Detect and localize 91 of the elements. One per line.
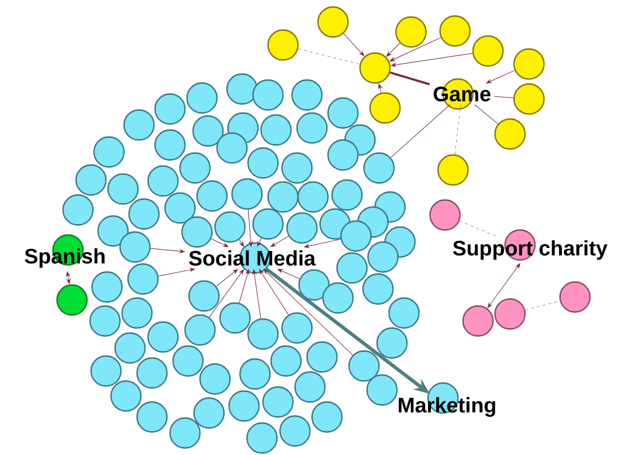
network-node (147, 165, 179, 197)
network-node (107, 173, 139, 205)
network-node (136, 357, 168, 389)
network-node (147, 321, 179, 353)
network-node (513, 48, 545, 80)
network-node (62, 194, 94, 226)
network-node (247, 147, 279, 179)
network-node (267, 181, 299, 213)
network-node (317, 6, 349, 38)
network-node (226, 73, 258, 105)
network-node (123, 109, 155, 141)
network-node (260, 114, 292, 146)
network-node (188, 280, 220, 312)
network-node (90, 355, 122, 387)
network-node (121, 297, 153, 329)
network-node (164, 192, 196, 224)
network-node (367, 241, 399, 273)
network-node (513, 83, 545, 115)
network-node (340, 220, 372, 252)
network-node (270, 345, 302, 377)
network-node (472, 35, 504, 67)
network-node (311, 401, 343, 433)
network-node (559, 281, 591, 313)
network-node (91, 271, 123, 303)
network-node (192, 115, 224, 147)
network-node (297, 181, 329, 213)
network-node (214, 211, 246, 243)
network-node (184, 314, 216, 346)
network-node (363, 152, 395, 184)
network-node (267, 29, 299, 61)
network-node (327, 139, 359, 171)
network-node (336, 252, 368, 284)
network-node (75, 164, 107, 196)
network-node (362, 273, 394, 305)
network-node (359, 52, 391, 84)
network-node (322, 282, 354, 314)
network-node (298, 269, 330, 301)
network-node (169, 417, 201, 449)
network-node (239, 358, 271, 390)
network-node (89, 305, 121, 337)
network-node (348, 350, 380, 382)
network-node (119, 231, 151, 263)
network-node (366, 374, 398, 406)
network-node (231, 178, 263, 210)
network-node (462, 305, 494, 337)
network-node (281, 312, 313, 344)
network-node (294, 371, 326, 403)
network-node (395, 16, 427, 48)
network-node (327, 97, 359, 129)
network-node (437, 154, 469, 186)
network-node (331, 179, 363, 211)
network-node (186, 82, 218, 114)
network-node (93, 136, 125, 168)
network-node (179, 152, 211, 184)
network-node (172, 345, 204, 377)
network-node (228, 390, 260, 422)
network-node (56, 284, 88, 316)
network-node (196, 180, 228, 212)
network-node (114, 332, 146, 364)
network-node (110, 380, 142, 412)
network-node (246, 422, 278, 454)
network-node (193, 397, 225, 429)
network-node (439, 15, 471, 47)
network-node (279, 415, 311, 447)
network-node (128, 198, 160, 230)
network-node (181, 216, 213, 248)
network-node (291, 79, 323, 111)
network-node (97, 215, 129, 247)
network-node (369, 92, 401, 124)
network-node (247, 318, 279, 350)
network-node (296, 112, 328, 144)
network-node (219, 302, 251, 334)
arrow (343, 33, 364, 56)
network-node (136, 401, 168, 433)
network-node (388, 297, 420, 329)
network-node (216, 132, 248, 164)
network-node (376, 327, 408, 359)
network-node (252, 208, 284, 240)
network-node (281, 152, 313, 184)
network-node (286, 212, 318, 244)
arrow (386, 42, 400, 57)
network-node (262, 386, 294, 418)
network-node (494, 298, 526, 330)
network-node (199, 363, 231, 395)
network-node (154, 93, 186, 125)
network-node (252, 79, 284, 111)
network-node (154, 129, 186, 161)
network-node (127, 263, 159, 295)
network-node (306, 341, 338, 373)
network-node (429, 199, 461, 231)
network-node (494, 118, 526, 150)
